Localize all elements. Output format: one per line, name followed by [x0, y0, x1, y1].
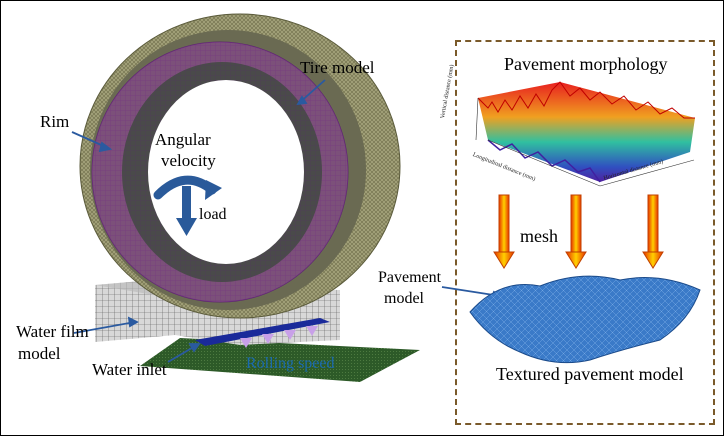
pavement-panel-border — [455, 40, 715, 425]
label-water-film: Water film — [16, 322, 89, 341]
label-load: load — [199, 206, 227, 223]
ground-plane — [140, 338, 420, 382]
label-tire-model: Tire model — [300, 58, 375, 77]
label-water-inlet: Water inlet — [92, 360, 167, 379]
label-mesh: mesh — [520, 226, 558, 246]
label-rolling-speed: Rolling speed — [246, 355, 335, 372]
rolling-speed-arrows — [240, 326, 318, 348]
label-textured-pavement-model: Textured pavement model — [496, 364, 684, 384]
label-water-film-model: model — [18, 344, 61, 363]
label-angular: Angular — [155, 130, 211, 149]
label-pavement: Pavement — [378, 269, 442, 286]
textured-pavement-mesh — [469, 275, 701, 364]
label-rim: Rim — [40, 112, 70, 131]
water-inlet-strip — [195, 318, 330, 346]
label-pavement-morphology: Pavement morphology — [504, 54, 668, 74]
angular-velocity-arrow — [153, 175, 222, 236]
label-velocity: velocity — [161, 151, 216, 170]
mesh-arrows — [493, 194, 664, 269]
label-pavement-model: model — [384, 290, 424, 307]
pavement-morphology-plot — [475, 81, 695, 187]
